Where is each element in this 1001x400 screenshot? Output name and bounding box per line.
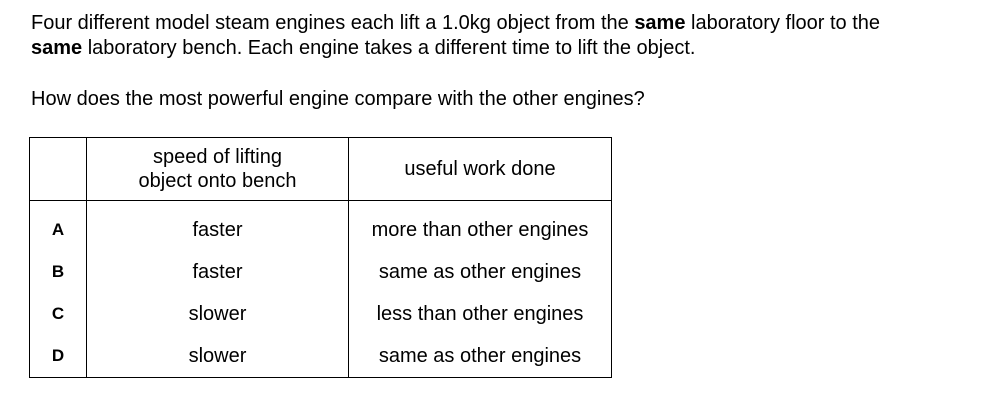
stem-unit: kg (469, 12, 491, 34)
header-speed-line1: speed of lifting (153, 146, 282, 168)
answer-options-table: speed of lifting object onto bench usefu… (29, 137, 612, 378)
option-letter[interactable]: D (29, 335, 87, 378)
stem-text-1c: laboratory floor to the (685, 12, 881, 34)
option-speed: slower (86, 335, 349, 378)
option-row-a[interactable]: A faster more than other engines (29, 209, 612, 251)
option-letter[interactable]: C (29, 293, 87, 335)
option-row-c[interactable]: C slower less than other engines (29, 293, 612, 335)
stem-emphasis-1: same (634, 12, 686, 34)
header-speed-cell: speed of lifting object onto bench (86, 137, 349, 201)
option-row-b[interactable]: B faster same as other engines (29, 251, 612, 293)
stem-emphasis-2: same (31, 37, 83, 59)
header-speed-line2: object onto bench (138, 170, 297, 192)
stem-text-1b: object from the (490, 12, 635, 34)
option-work: less than other engines (348, 293, 612, 335)
header-work-cell: useful work done (348, 137, 612, 201)
option-speed: slower (86, 293, 349, 335)
question-prompt: How does the most powerful engine compar… (31, 88, 645, 110)
table-header-row: speed of lifting object onto bench usefu… (29, 137, 612, 201)
option-work: same as other engines (348, 251, 612, 293)
option-work: more than other engines (348, 209, 612, 251)
option-row-d[interactable]: D slower same as other engines (29, 335, 612, 378)
question-stem: Four different model steam engines each … (31, 11, 880, 61)
option-letter[interactable]: B (29, 251, 87, 293)
option-work: same as other engines (348, 335, 612, 378)
option-speed: faster (86, 209, 349, 251)
option-letter[interactable]: A (29, 209, 87, 251)
stem-text-2a: laboratory bench. Each engine takes a di… (82, 37, 696, 59)
header-letter-cell (29, 137, 87, 201)
option-speed: faster (86, 251, 349, 293)
stem-text-1a: Four different model steam engines each … (31, 12, 470, 34)
